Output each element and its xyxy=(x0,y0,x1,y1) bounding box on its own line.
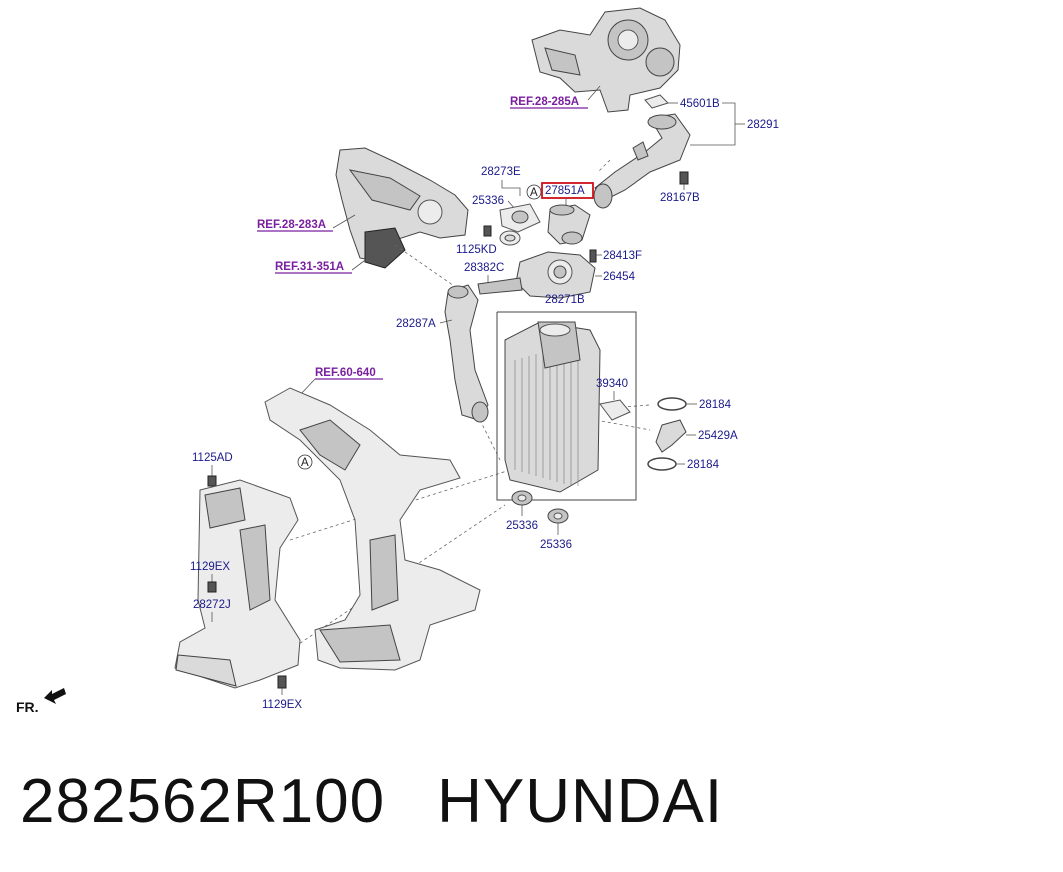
bolt-1125kd xyxy=(483,225,492,237)
bolt-1129ex-b xyxy=(277,675,287,689)
brand-name: HYUNDAI xyxy=(437,767,724,836)
label-28382c: 28382C xyxy=(464,262,504,274)
ref-28-285a[interactable]: REF.28-285A xyxy=(510,96,579,108)
throttle-housing-28271b-part xyxy=(477,251,596,299)
front-carrier-part xyxy=(264,387,481,671)
highlight-27851a[interactable] xyxy=(541,182,594,199)
label-26454: 26454 xyxy=(603,271,636,283)
label-25336-b: 25336 xyxy=(540,539,572,551)
ref-60-640[interactable]: REF.60-640 xyxy=(315,367,376,379)
bolt-28167b xyxy=(679,171,689,185)
ref-28-283a[interactable]: REF.28-283A xyxy=(257,219,326,231)
front-direction-arrow-icon xyxy=(44,688,66,704)
ref-31-351a[interactable]: REF.31-351A xyxy=(275,261,344,273)
label-1129ex-b: 1129EX xyxy=(262,699,302,711)
label-28271b: 28271B xyxy=(545,294,585,306)
clamp-28184-top xyxy=(657,397,687,411)
marker-a-bottom: A xyxy=(301,457,309,469)
label-25336-top: 25336 xyxy=(472,195,504,207)
label-28413f: 28413F xyxy=(603,250,642,262)
front-direction-label: FR. xyxy=(16,699,39,715)
air-guide-28272j-part xyxy=(174,479,301,689)
label-28287a: 28287A xyxy=(396,318,436,330)
label-28184-bottom: 28184 xyxy=(687,459,720,471)
label-1125kd: 1125KD xyxy=(456,244,497,256)
label-1125ad: 1125AD xyxy=(192,452,233,464)
label-28291: 28291 xyxy=(747,119,779,131)
label-28167b: 28167B xyxy=(660,192,700,204)
hose-28291-part xyxy=(593,113,691,209)
turbocharger-part xyxy=(531,7,681,113)
bracket-39340 xyxy=(599,399,631,421)
label-27851a[interactable]: 27851A xyxy=(545,185,585,197)
bolt-1125ad xyxy=(207,475,217,487)
label-28273e: 28273E xyxy=(481,166,521,178)
marker-a-top: A xyxy=(530,187,538,199)
label-25429a: 25429A xyxy=(698,430,738,442)
sensor-28413f xyxy=(589,249,597,263)
parts-diagram: REF.28-285A 45601B 28291 28167B REF.28-2… xyxy=(16,7,779,715)
egr-cooler-part xyxy=(335,147,469,269)
label-28184-top: 28184 xyxy=(699,399,732,411)
hose-25429a xyxy=(655,419,687,453)
label-39340: 39340 xyxy=(596,378,628,390)
label-45601b: 45601B xyxy=(680,98,720,110)
label-28272j: 28272J xyxy=(193,599,231,611)
clamp-28184-bottom xyxy=(647,457,677,471)
bolt-1129ex-a xyxy=(207,581,217,593)
gasket-45601b xyxy=(644,94,669,109)
hose-28287a-part xyxy=(444,284,489,423)
part-caption: 282562R100 HYUNDAI xyxy=(20,762,723,842)
elbow-hose-27851a-part xyxy=(547,204,591,245)
intercooler-part xyxy=(504,321,601,493)
label-25336-a: 25336 xyxy=(506,520,538,532)
part-number: 282562R100 xyxy=(20,767,386,836)
label-1129ex-a: 1129EX xyxy=(190,561,230,573)
